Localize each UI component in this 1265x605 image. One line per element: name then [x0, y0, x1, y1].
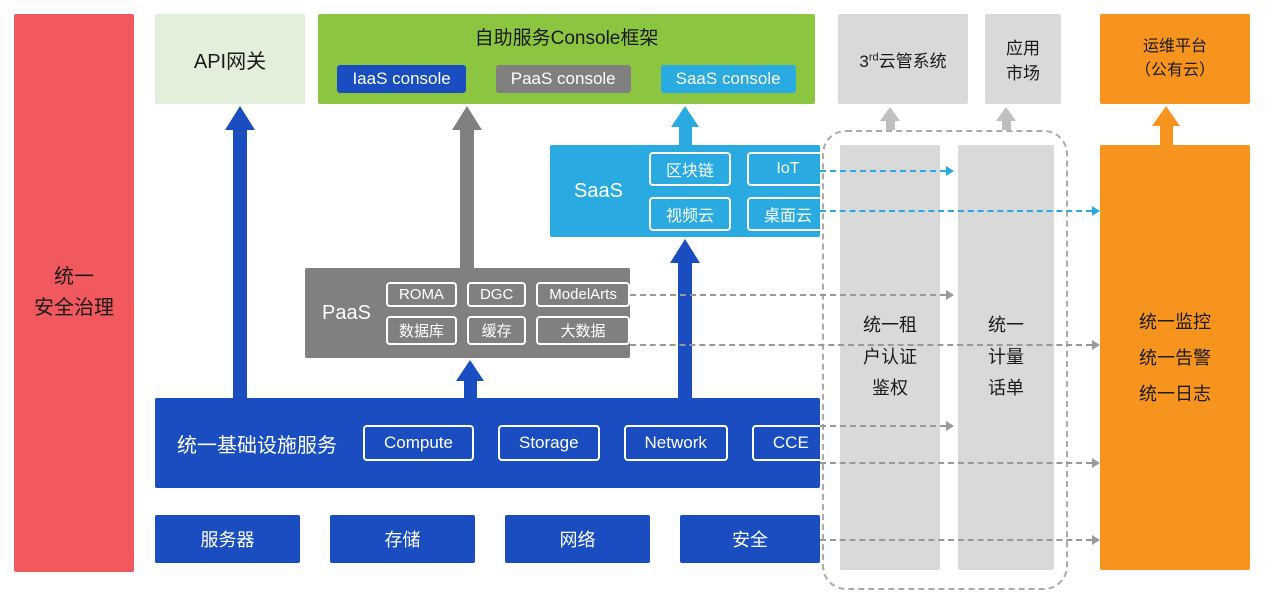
api-gateway-box: API网关 — [155, 14, 305, 104]
paas-chip-modelarts: ModelArts — [536, 281, 630, 307]
app-market-label: 应用 市场 — [1006, 39, 1040, 83]
console-button-row: IaaS console PaaS console SaaS console — [332, 65, 801, 93]
third-party-cloud-mgmt-box: 3rd云管系统 — [838, 14, 968, 104]
infra-chip-network: Network — [623, 425, 728, 461]
hardware-box-server: 服务器 — [155, 515, 300, 563]
hardware-box-network: 网络 — [505, 515, 650, 563]
ops-platform-box: 运维平台 （公有云） — [1100, 14, 1250, 104]
unified-security-governance-label: 统一 安全治理 — [34, 266, 114, 319]
hardware-box-storage: 存储 — [330, 515, 475, 563]
arrow-saas-to-console-frame — [671, 106, 699, 145]
arrow-paas-to-console-frame — [452, 106, 482, 268]
unified-monitoring-rail: 统一监控 统一告警 统一日志 — [1100, 145, 1250, 570]
connector-paas-to-metering-arrowhead — [946, 290, 954, 300]
console-framework-box: 自助服务Console框架 IaaS console PaaS console … — [318, 14, 815, 104]
unified-security-governance-bar: 统一 安全治理 — [14, 14, 134, 572]
unified-tenant-auth-rail: 统一租 户认证 鉴权 — [840, 145, 940, 570]
infrastructure-layer-box: 统一基础设施服务 Compute Storage Network CCE — [155, 398, 830, 488]
connector-paas-to-metering — [630, 294, 946, 296]
unified-metering-rail: 统一 计量 话单 — [958, 145, 1054, 570]
connector-infra-to-monitoring — [820, 462, 1092, 464]
arrow-infra-to-paas — [456, 360, 484, 398]
paas-chip-bigdata: 大数据 — [536, 315, 630, 345]
saas-console-button: SaaS console — [660, 65, 796, 93]
arrow-monitoring-to-ops-platform — [1152, 106, 1180, 145]
saas-services: 区块链 IoT 视频云 桌面云 — [648, 151, 829, 231]
paas-chip-roma: ROMA — [385, 281, 457, 307]
console-framework-title: 自助服务Console框架 — [474, 28, 659, 49]
infra-chip-cce: CCE — [751, 425, 830, 461]
paas-console-button: PaaS console — [495, 65, 631, 93]
hardware-storage-label: 存储 — [384, 530, 421, 550]
connector-saas-to-metering — [820, 170, 946, 172]
paas-services: ROMA DGC ModelArts 数据库 缓存 大数据 — [385, 281, 630, 345]
unified-monitoring-label: 统一监控 统一告警 统一日志 — [1139, 311, 1211, 404]
connector-saas-to-monitoring-arrowhead — [1092, 206, 1100, 216]
arrow-infra-to-api-gateway — [225, 106, 255, 398]
arrow-auth-to-third-party-cloud — [880, 107, 900, 130]
paas-chip-dgc: DGC — [466, 281, 527, 307]
connector-infra-to-metering-arrowhead — [946, 421, 954, 431]
third-party-cloud-mgmt-label: 3rd云管系统 — [859, 50, 947, 71]
api-gateway-label: API网关 — [193, 50, 267, 73]
connector-saas-to-monitoring — [820, 210, 1092, 212]
app-market-box: 应用 市场 — [985, 14, 1061, 104]
connector-hardware-security-to-monitoring-arrowhead — [1092, 535, 1100, 545]
infrastructure-services: Compute Storage Network CCE — [363, 425, 830, 461]
arrow-infra-to-saas — [670, 239, 700, 398]
infrastructure-label: 统一基础设施服务 — [177, 434, 337, 457]
hardware-box-security: 安全 — [680, 515, 820, 563]
saas-chip-blockchain: 区块链 — [648, 151, 731, 186]
connector-infra-to-monitoring-arrowhead — [1092, 458, 1100, 468]
iaas-console-button: IaaS console — [337, 65, 466, 93]
saas-chip-iot: IoT — [746, 151, 829, 186]
connector-hardware-security-to-monitoring — [820, 539, 1092, 541]
paas-chip-cache: 缓存 — [466, 315, 527, 345]
unified-metering-label: 统一 计量 话单 — [988, 315, 1024, 399]
unified-tenant-auth-label: 统一租 户认证 鉴权 — [863, 315, 917, 399]
arrow-metering-to-app-market — [996, 107, 1016, 130]
ops-platform-label: 运维平台 （公有云） — [1134, 38, 1215, 79]
connector-paas-to-monitoring — [630, 344, 1092, 346]
saas-chip-desktop-cloud: 桌面云 — [746, 196, 829, 231]
saas-layer-box: SaaS 区块链 IoT 视频云 桌面云 — [550, 145, 829, 237]
tenant-services-dashed-frame — [822, 130, 1068, 590]
connector-infra-to-metering — [820, 425, 946, 427]
hardware-security-label: 安全 — [732, 530, 768, 550]
saas-chip-video-cloud: 视频云 — [648, 196, 731, 231]
saas-layer-label: SaaS — [574, 179, 623, 202]
paas-layer-label: PaaS — [322, 301, 371, 324]
infra-chip-storage: Storage — [497, 425, 600, 461]
infra-chip-compute: Compute — [363, 425, 474, 461]
hardware-network-label: 网络 — [559, 530, 596, 550]
paas-chip-database: 数据库 — [385, 315, 457, 345]
hardware-server-label: 服务器 — [200, 530, 255, 550]
connector-paas-to-monitoring-arrowhead — [1092, 340, 1100, 350]
paas-layer-box: PaaS ROMA DGC ModelArts 数据库 缓存 大数据 — [305, 268, 630, 358]
connector-saas-to-metering-arrowhead — [946, 166, 954, 176]
